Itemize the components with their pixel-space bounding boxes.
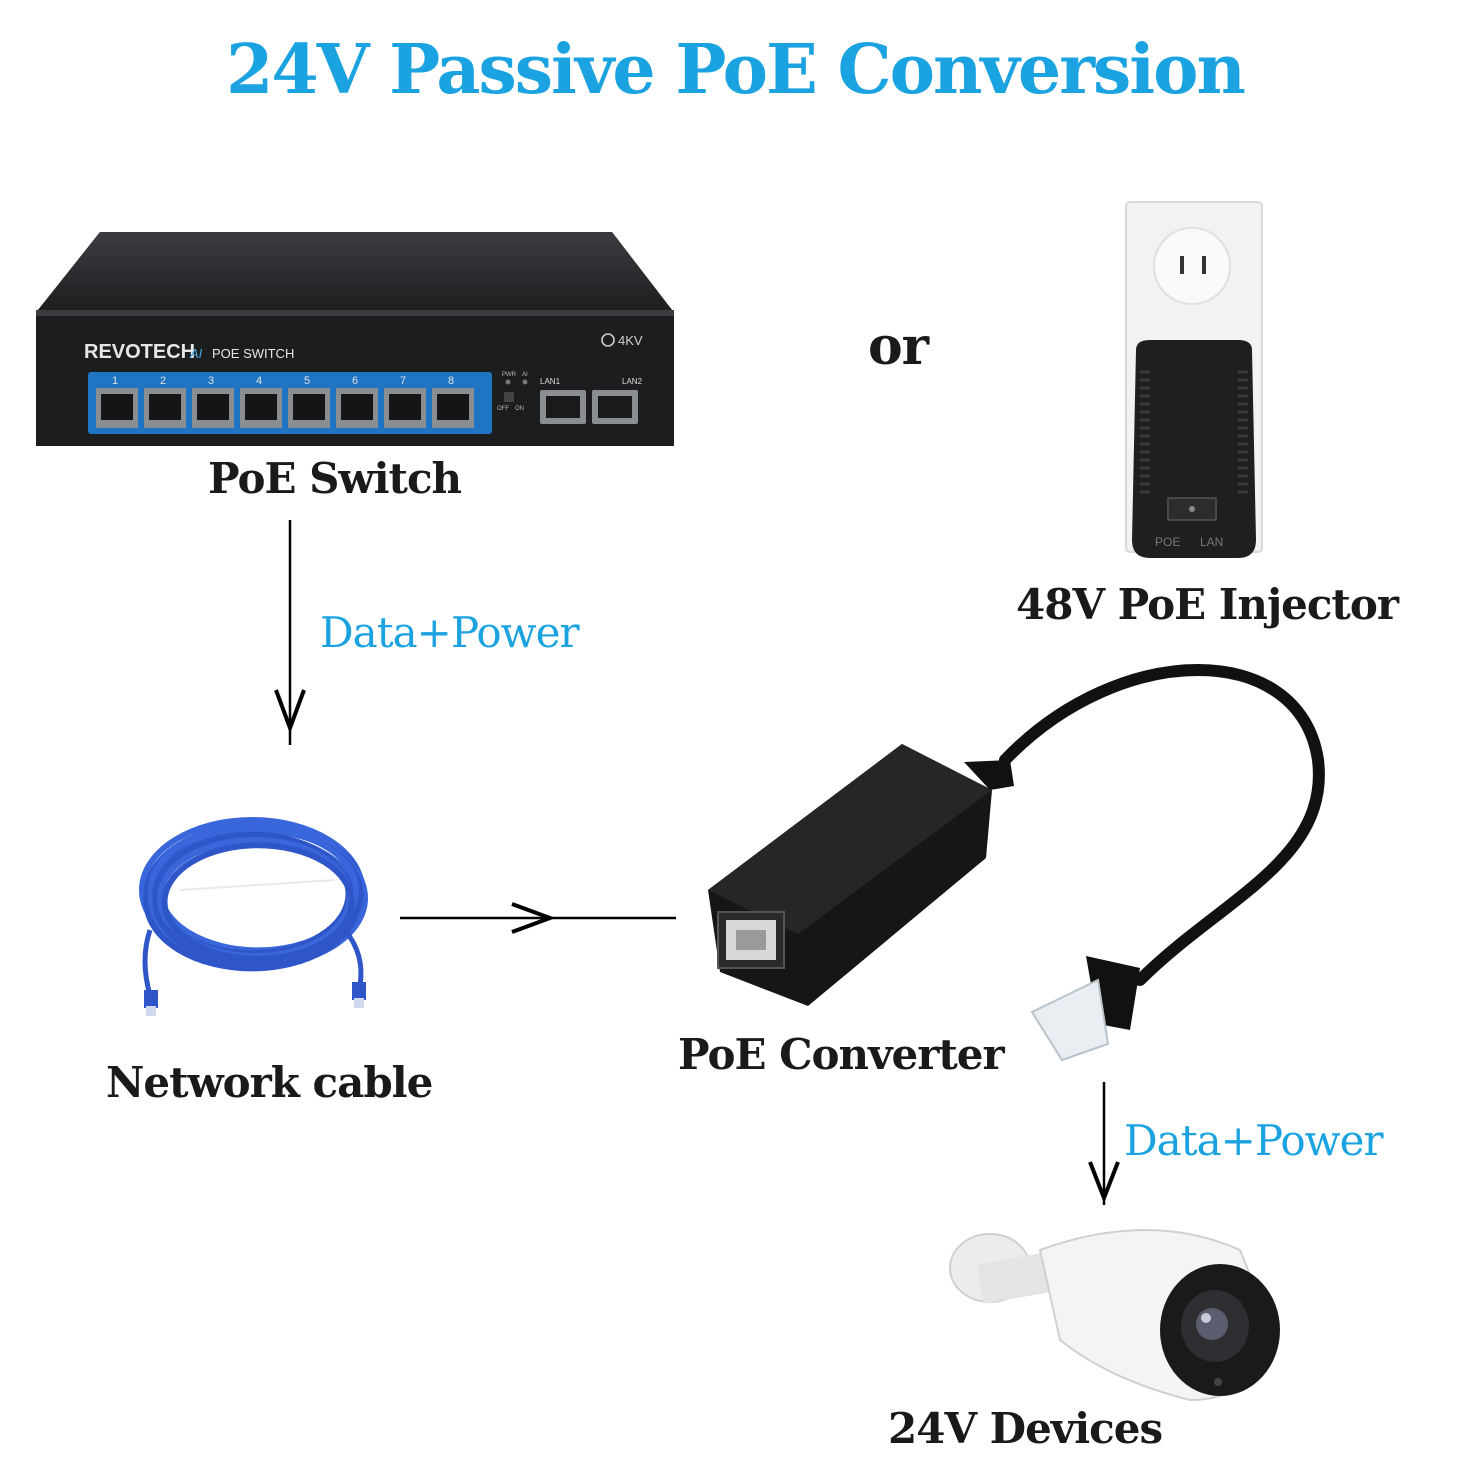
- switch-port-number: 1: [112, 375, 118, 387]
- cable-tie: [179, 879, 336, 891]
- poe-converter-image: [708, 664, 1325, 1062]
- switch-brand-sub: AI: [189, 346, 203, 361]
- arrow-converter-to-device: [1088, 1082, 1120, 1205]
- switch-model: POE SWITCH: [212, 346, 294, 361]
- security-camera-image: [949, 1229, 1280, 1402]
- poe-converter-label: PoE Converter: [678, 1030, 1005, 1079]
- flow-label-bottom: Data+Power: [1124, 1116, 1384, 1165]
- toggle-off: OFF: [497, 406, 509, 412]
- switch-port-number: 4: [256, 375, 262, 387]
- switch-port-socket: [245, 394, 277, 420]
- injector-port-poe: POE: [1155, 535, 1180, 549]
- uplink-lan1: LAN1: [540, 377, 561, 386]
- toggle-on: ON: [515, 406, 524, 412]
- switch-port-socket: [101, 394, 133, 420]
- injector-port-lan: LAN: [1200, 535, 1223, 549]
- switch-surge: 4KV: [618, 333, 643, 348]
- switch-port-socket: [341, 394, 373, 420]
- poe-injector-image: POE LAN: [1125, 201, 1263, 558]
- switch-port-number: 2: [160, 375, 166, 387]
- network-cable-image: [139, 817, 368, 1016]
- switch-port-number: 5: [304, 375, 310, 387]
- switch-port-socket: [293, 394, 325, 420]
- indicator-ai: AI: [522, 372, 528, 378]
- arrow-switch-to-cable: [274, 520, 306, 745]
- poe-switch-label: PoE Switch: [208, 454, 462, 503]
- poe-injector-label: 48V PoE Injector: [1016, 580, 1399, 629]
- switch-port-socket: [197, 394, 229, 420]
- switch-port-number: 8: [448, 375, 454, 387]
- device-label: 24V Devices: [888, 1404, 1163, 1453]
- switch-port-number: 6: [352, 375, 358, 387]
- cable-coil-ring: [161, 842, 355, 962]
- switch-port-number: 3: [208, 375, 214, 387]
- switch-port-socket: [437, 394, 469, 420]
- flow-label-top: Data+Power: [320, 608, 580, 657]
- network-cable-label: Network cable: [106, 1058, 433, 1107]
- switch-port-number: 7: [400, 375, 406, 387]
- switch-brand: REVOTECH: [84, 341, 195, 363]
- switch-port-socket: [389, 394, 421, 420]
- page-title: 24V Passive PoE Conversion: [226, 30, 1246, 110]
- arrow-cable-to-converter: [400, 902, 676, 934]
- switch-ports: 1 2 3 4 5 6 7 8: [96, 375, 474, 428]
- uplink-lan2: LAN2: [622, 377, 643, 386]
- switch-port-socket: [149, 394, 181, 420]
- or-separator: or: [868, 316, 929, 377]
- indicator-pwr: PWR: [502, 372, 517, 378]
